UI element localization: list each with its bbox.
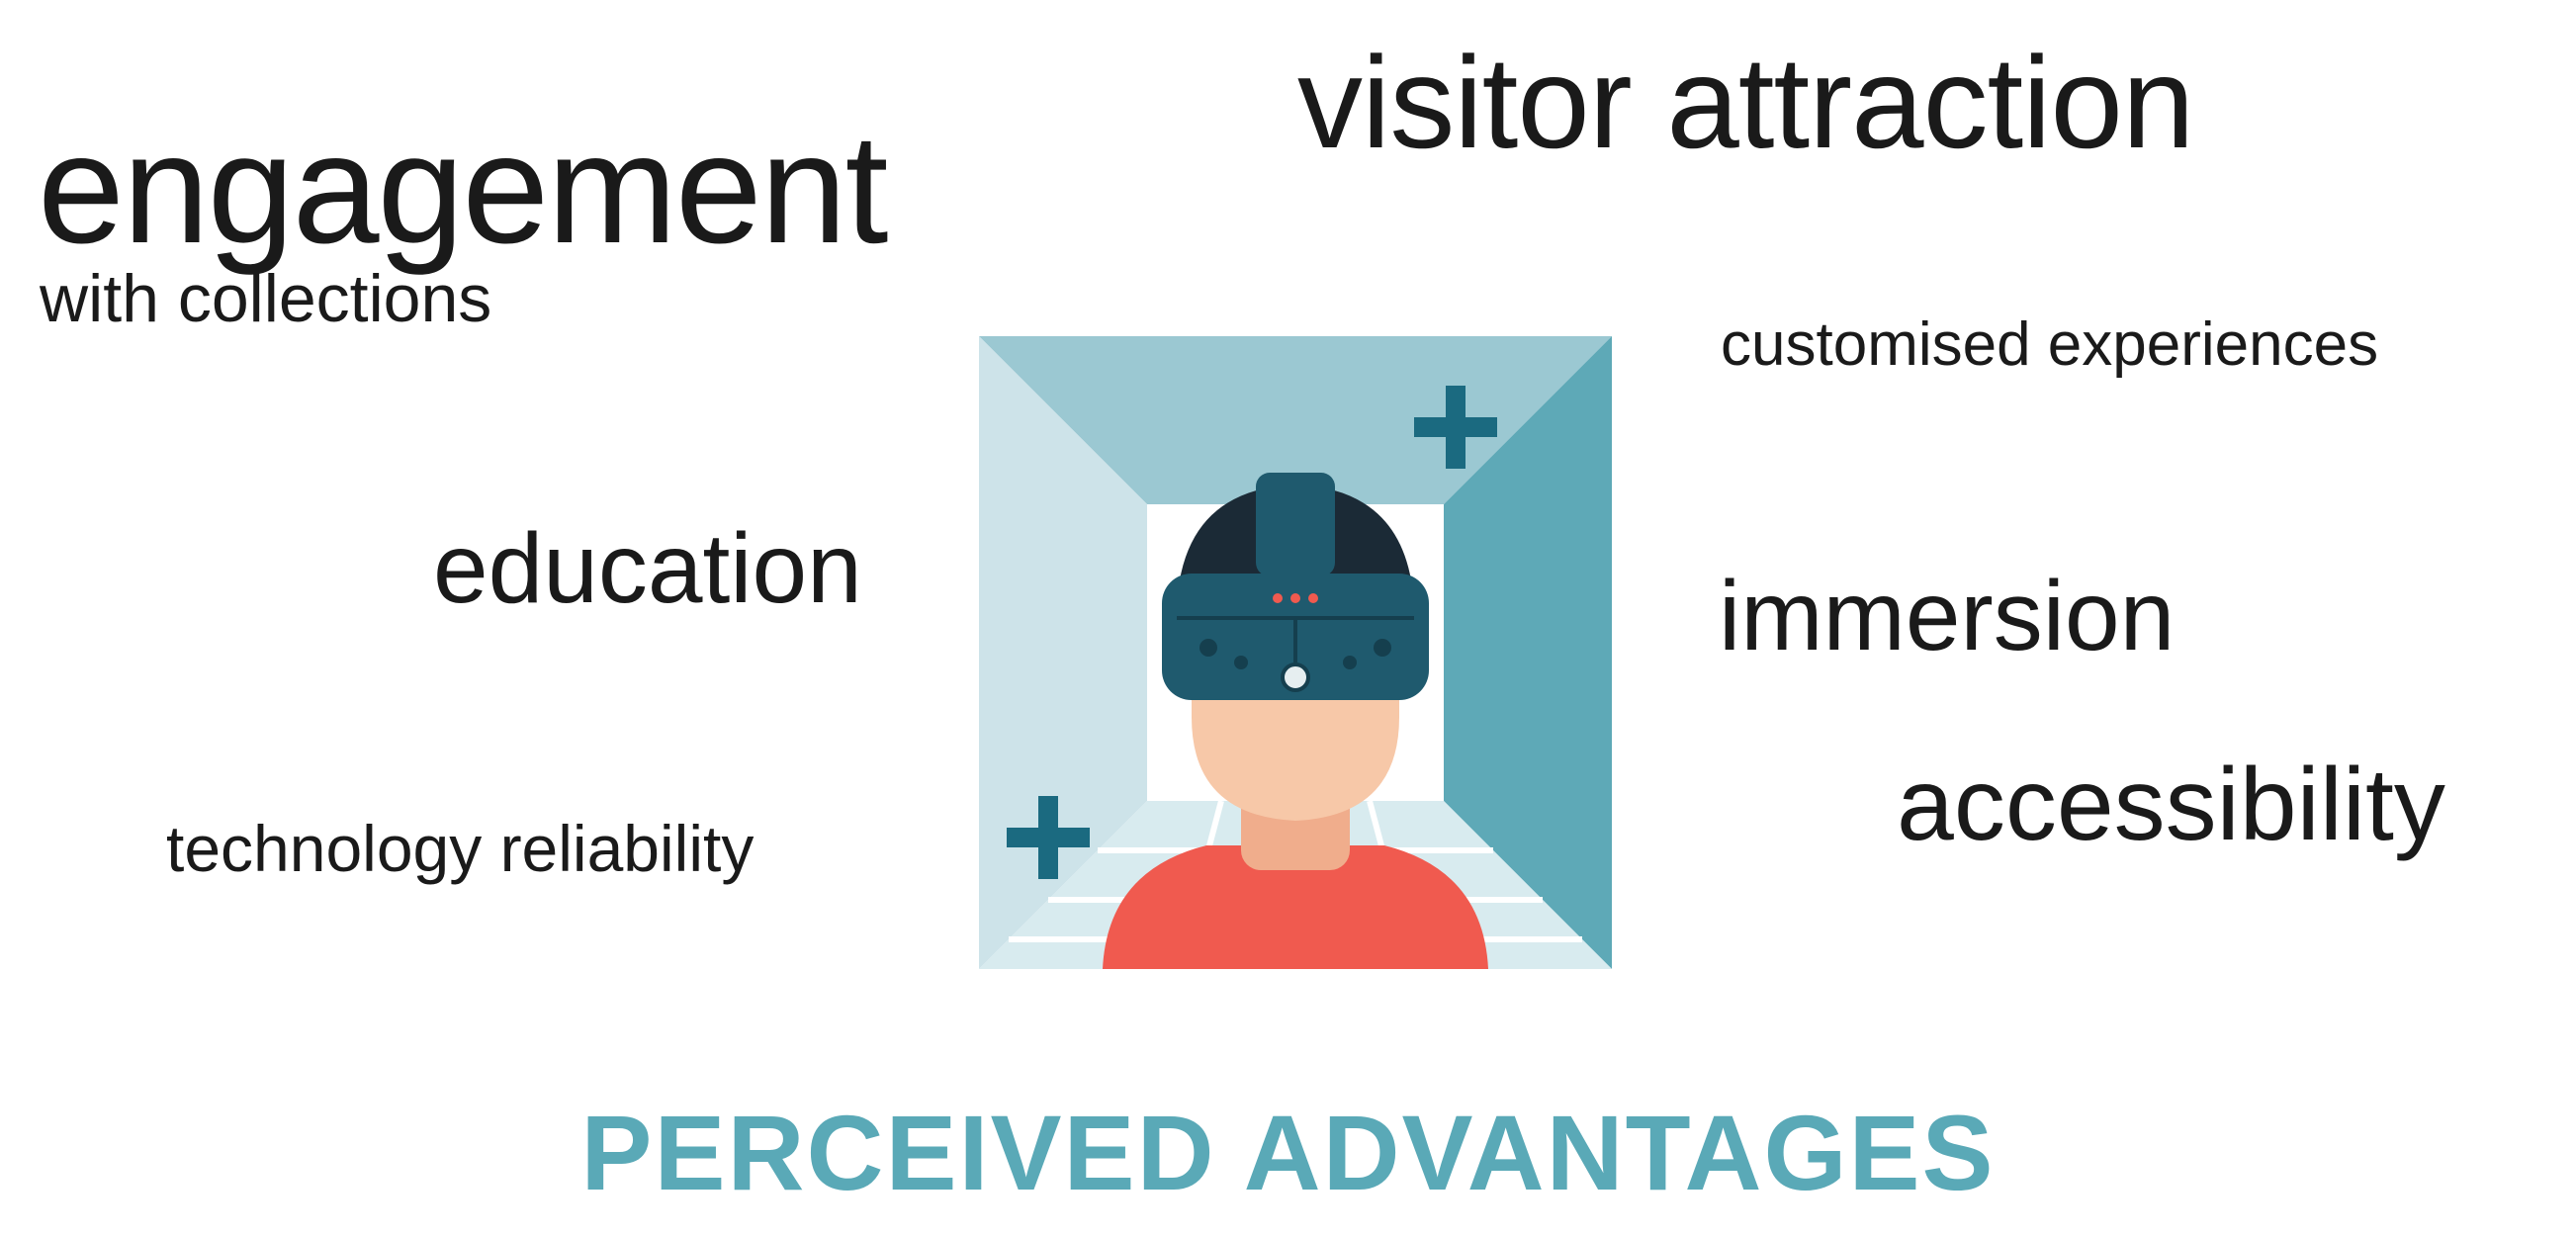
vr-headset-person-icon (979, 336, 1612, 969)
customised-experiences-label: customised experiences (1721, 310, 2379, 379)
plus-icon (1007, 796, 1090, 879)
headset-details (1177, 593, 1414, 692)
headset-strap (1256, 473, 1335, 576)
visitor-attraction-label: visitor attraction (1297, 30, 2194, 175)
room-right-wall (1444, 336, 1612, 969)
engagement-label: engagement (38, 102, 888, 276)
engagement-sublabel: with collections (40, 261, 492, 336)
technology-reliability-label: technology reliability (166, 812, 755, 885)
room-left-wall (979, 336, 1147, 969)
immersion-label: immersion (1719, 561, 2176, 671)
person-shirt (1103, 845, 1488, 969)
education-label: education (433, 513, 862, 624)
caption-title: PERCEIVED ADVANTAGES (580, 1093, 1996, 1212)
plus-icon (1414, 386, 1497, 469)
accessibility-label: accessibility (1897, 748, 2445, 862)
